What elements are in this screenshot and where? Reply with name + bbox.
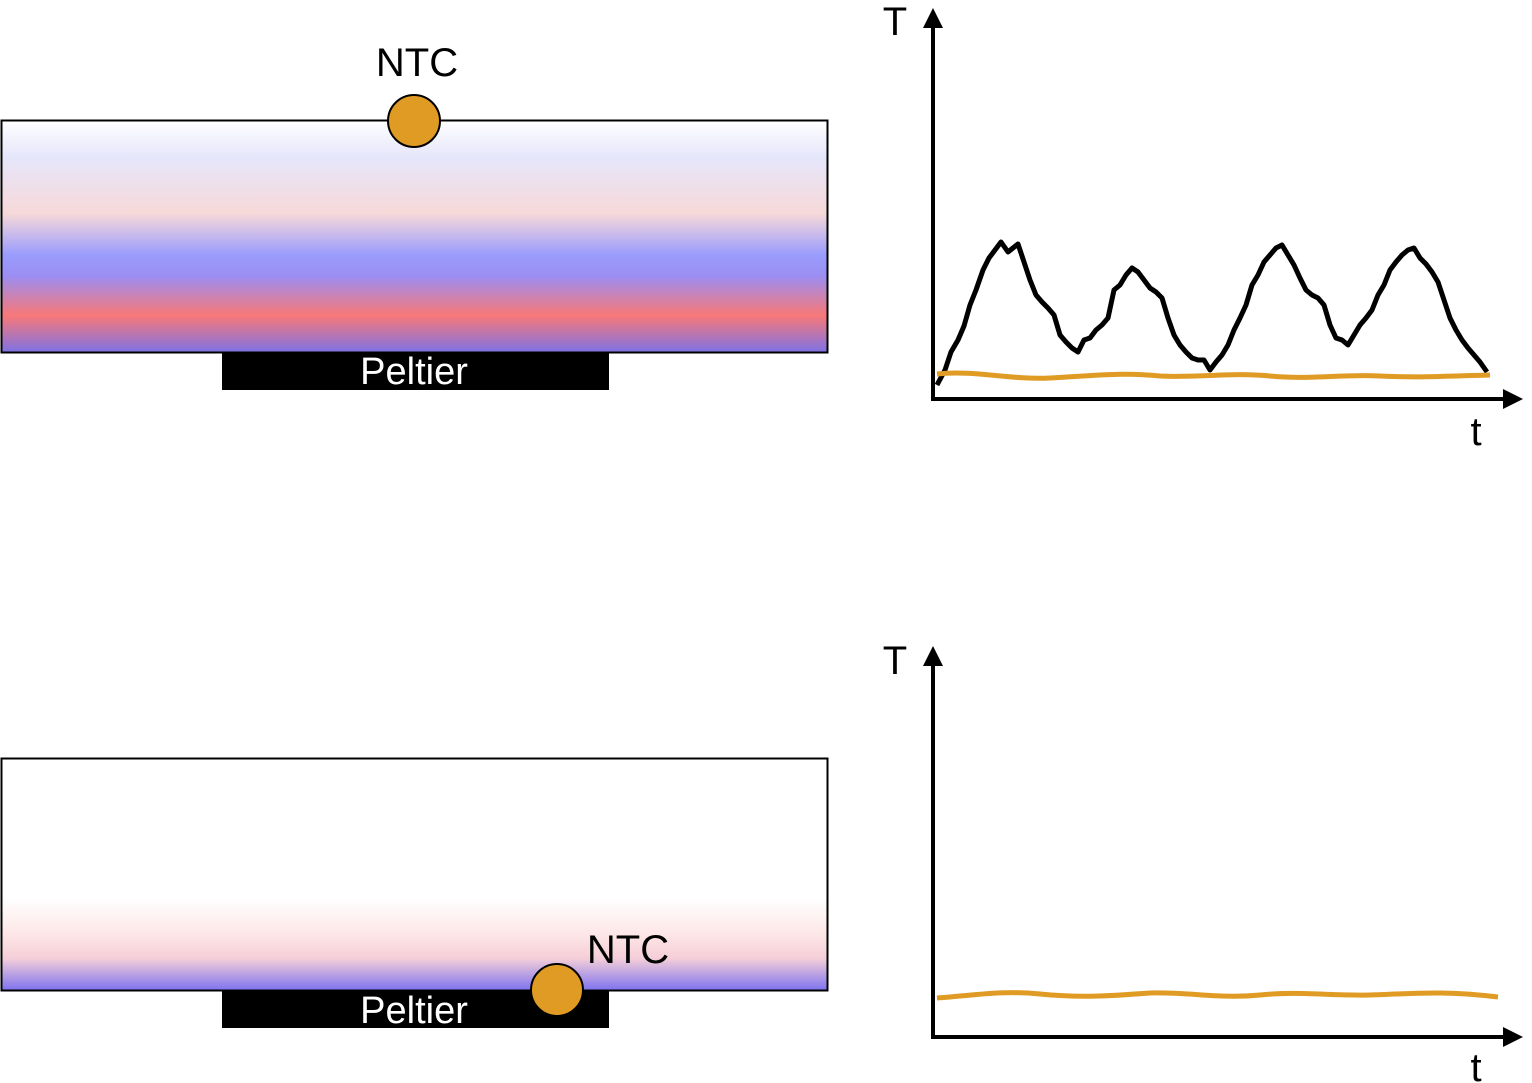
bottom-ntc-sensor [530, 963, 584, 1017]
bottom-ntc-label: NTC [587, 928, 669, 972]
top-y-axis-label: T [883, 0, 907, 44]
top-x-axis-label: t [1470, 410, 1481, 454]
top-measured-temperature-curve [936, 370, 1491, 381]
top-ntc-sensor [387, 94, 441, 148]
top-graph: T t [883, 0, 1523, 454]
top-heat-block [0, 119, 829, 354]
top-peltier-label: Peltier [360, 351, 468, 393]
bottom-y-axis-label: T [883, 639, 907, 683]
top-peltier-element [222, 353, 609, 390]
top-ntc-label: NTC [376, 41, 458, 85]
bottom-graph: T t [883, 639, 1523, 1083]
bottom-peltier-label: Peltier [360, 990, 468, 1032]
top-panel: Peltier NTC T t [0, 0, 1523, 454]
top-actual-temperature-curve [934, 239, 1490, 387]
bottom-heat-block [0, 757, 829, 992]
bottom-x-axis-label: t [1470, 1046, 1481, 1083]
bottom-panel: Peltier NTC T t [0, 639, 1523, 1083]
bottom-measured-temperature-curve [936, 990, 1499, 1001]
